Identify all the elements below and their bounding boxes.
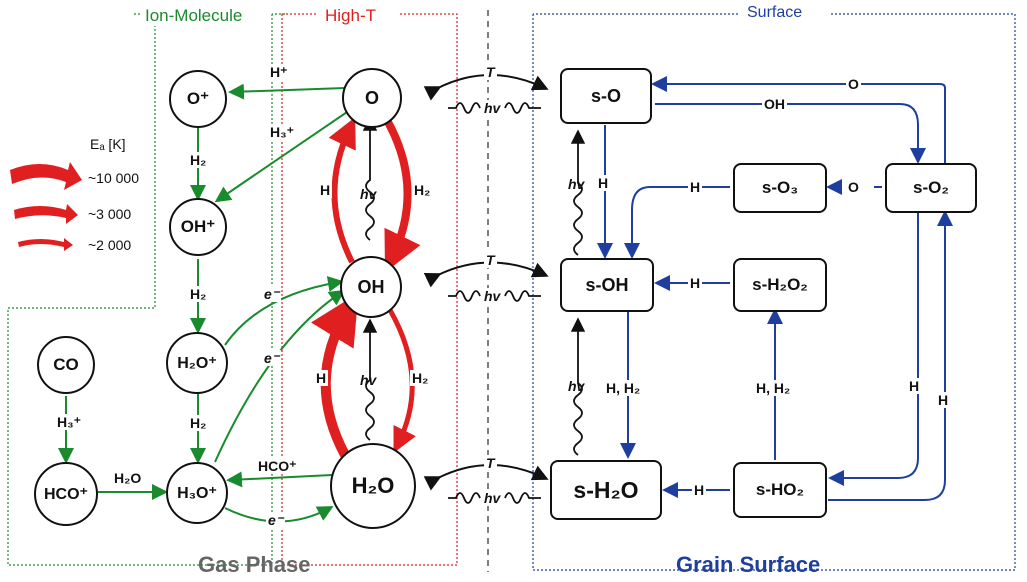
- arrow-h2oplus-to-oh: [224, 276, 344, 346]
- arrow-sho2-to-so2: [828, 210, 953, 501]
- label-e-c: e⁻: [266, 512, 286, 528]
- footer-gas-phase: Gas Phase: [198, 552, 311, 577]
- label-h2-c: H₂: [188, 415, 209, 431]
- label-s-h-3: H: [688, 275, 703, 291]
- label-e-b: e⁻: [262, 350, 282, 366]
- label-s-hh2-2: H, H₂: [754, 380, 793, 396]
- node-s-o3: s-O₃: [733, 163, 827, 213]
- node-s-oh: s-OH: [560, 258, 654, 312]
- hv-wiggle-s-o: [570, 129, 586, 256]
- label-h2-a: H₂: [188, 152, 209, 168]
- label-s-h-5: H: [907, 378, 922, 394]
- label-hv-2: hv: [482, 288, 503, 304]
- arrow-so-to-so2-oh: [655, 103, 926, 164]
- footer-grain-surface: Grain Surface: [676, 552, 821, 577]
- arrow-so2-to-so: [651, 76, 946, 163]
- node-o-plus: O⁺: [169, 70, 227, 128]
- arrow-so2-to-sho2: [828, 212, 919, 486]
- node-h2o: H₂O: [330, 443, 416, 529]
- label-t-2: T: [484, 252, 497, 268]
- region-title-ion-molecule: Ion-Molecule: [142, 6, 246, 26]
- legend-arrow-medium: [14, 204, 78, 224]
- arrow-o-to-oplus: [228, 83, 346, 100]
- label-hco-plus: HCO⁺: [256, 458, 299, 474]
- arrow-oh-to-h2o-h2: [387, 308, 416, 453]
- arrow-o-to-ohplus: [214, 109, 351, 203]
- node-hco-plus: HCO⁺: [34, 462, 98, 526]
- arrow-oh-to-o-h: [328, 117, 356, 264]
- label-s-hh2-1: H, H₂: [604, 380, 643, 396]
- label-s-h-4: H: [692, 482, 707, 498]
- label-s-o: O: [846, 76, 861, 92]
- surface-region: [532, 13, 1016, 571]
- node-co: CO: [37, 336, 95, 394]
- label-s-h-1: H: [596, 175, 611, 191]
- legend-item-medium: ~3 000: [88, 206, 132, 222]
- label-h-o-oh: H: [318, 182, 333, 198]
- region-title-high-t: High-T: [322, 6, 380, 26]
- label-h2-b: H₂: [188, 286, 209, 302]
- node-oh: OH: [340, 256, 402, 318]
- node-s-h2o2: s-H₂O₂: [733, 258, 827, 312]
- legend-arrow-large: [10, 162, 82, 190]
- label-h2o: H₂O: [112, 470, 144, 486]
- label-t-3: T: [484, 455, 497, 471]
- node-h2o-plus: H₂O⁺: [166, 332, 228, 394]
- label-h3-plus-a: H₃⁺: [268, 124, 296, 140]
- label-hv-o-oh: hv: [360, 186, 377, 202]
- legend-item-large: ~10 000: [88, 170, 139, 186]
- label-s-oh: OH: [762, 96, 787, 112]
- label-t-1: T: [484, 64, 497, 80]
- high-t-region: [281, 13, 458, 566]
- region-title-surface: Surface: [744, 4, 806, 22]
- arrow-o-to-oh-h2: [384, 120, 421, 273]
- label-h2-oh-o: H₂: [412, 182, 433, 198]
- label-e-a: e⁻: [262, 286, 282, 302]
- label-h2-h2o-oh: H₂: [410, 370, 431, 386]
- label-s-o-3: O: [846, 179, 861, 195]
- label-hv-oh-h2o: hv: [360, 372, 377, 388]
- hv-arrow-1: [448, 102, 541, 114]
- legend-item-small: ~2 000: [88, 237, 132, 253]
- label-hv-1: hv: [482, 100, 503, 116]
- arrow-h2o-to-h3oplus: [226, 471, 333, 488]
- label-h3-plus-b: H₃⁺: [55, 414, 83, 430]
- label-h-plus: H⁺: [268, 64, 290, 80]
- label-h-oh-h2o: H: [314, 370, 329, 386]
- label-hv-3: hv: [482, 490, 503, 506]
- legend-arrow-small: [18, 238, 73, 251]
- hv-arrow-3: [448, 492, 541, 504]
- node-h3o-plus: H₃O⁺: [166, 462, 228, 524]
- hv-wiggle-oh: [362, 318, 378, 441]
- label-s-h-2: H: [688, 179, 703, 195]
- node-s-o: s-O: [560, 68, 652, 124]
- node-oh-plus: OH⁺: [169, 198, 227, 256]
- arrow-so3-to-soh: [624, 186, 730, 259]
- node-s-h2o: s-H₂O: [550, 460, 662, 520]
- label-s-h-6: H: [936, 392, 951, 408]
- legend-title: Eₐ [K]: [90, 136, 126, 152]
- node-o: O: [342, 68, 402, 128]
- hv-arrow-2: [448, 290, 541, 302]
- arrow-h2o-to-oh-h: [311, 292, 359, 458]
- label-s-hv-1: hv: [568, 176, 585, 192]
- node-s-o2: s-O₂: [885, 163, 977, 213]
- label-s-hv-2: hv: [568, 378, 585, 394]
- hv-wiggle-o: [362, 116, 378, 241]
- node-s-ho2: s-HO₂: [733, 462, 827, 518]
- hv-wiggle-s-oh: [570, 317, 586, 456]
